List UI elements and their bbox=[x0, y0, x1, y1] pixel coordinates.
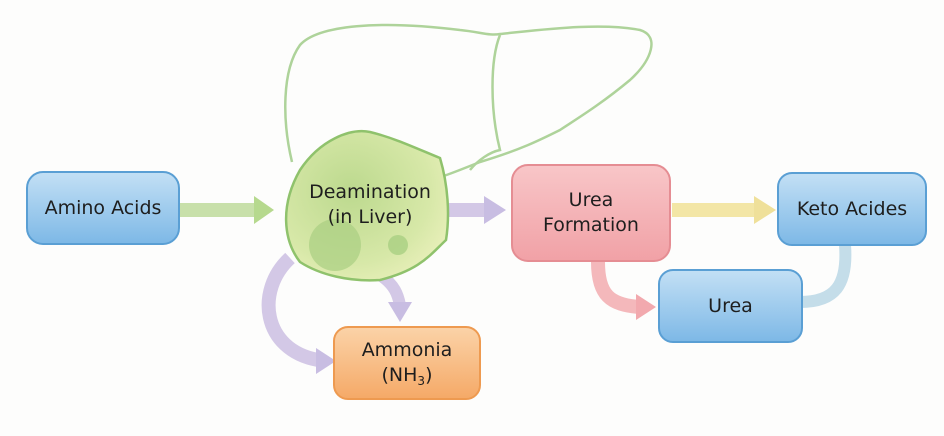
node-keto-acides-label: Keto Acides bbox=[796, 197, 908, 220]
arrow-urea-formation-to-urea bbox=[591, 261, 656, 320]
node-urea-formation-line1: Urea bbox=[568, 189, 614, 212]
arrow-amino-to-deamination bbox=[180, 196, 274, 224]
ammonia-formula-subscript: 3 bbox=[417, 374, 426, 388]
node-urea-formation-box bbox=[511, 164, 671, 262]
connector-keto-acides-to-urea bbox=[799, 244, 852, 308]
node-amino-acids-label: Amino Acids bbox=[44, 196, 162, 219]
node-ammonia: Ammonia (NH3) bbox=[334, 327, 480, 399]
cell-nucleus-small bbox=[388, 235, 408, 255]
cell-nucleus-large bbox=[309, 219, 361, 271]
node-keto-acides-box bbox=[777, 172, 927, 246]
node-urea-formation: Urea Formation bbox=[512, 165, 670, 261]
arrow-deamination-to-ammonia-left bbox=[261, 252, 336, 374]
node-ammonia-box bbox=[333, 326, 481, 400]
node-deamination-line1: Deamination bbox=[309, 181, 431, 204]
arrow-deamination-to-urea-formation bbox=[446, 196, 506, 224]
node-deamination: Deamination (in Liver) bbox=[290, 170, 450, 240]
ammonia-formula-suffix: ) bbox=[425, 364, 433, 386]
node-ammonia-line2: (NH3) bbox=[382, 363, 433, 388]
liver-outline-icon bbox=[284, 23, 653, 182]
node-keto-acides: Keto Acides bbox=[778, 173, 926, 245]
node-urea-box bbox=[658, 269, 803, 343]
node-urea: Urea bbox=[659, 270, 802, 342]
node-urea-label: Urea bbox=[708, 294, 753, 317]
node-amino-acids-box bbox=[26, 171, 180, 245]
node-ammonia-line1: Ammonia bbox=[361, 339, 453, 362]
ammonia-formula-prefix: (NH bbox=[381, 364, 418, 386]
node-deamination-line2: (in Liver) bbox=[327, 206, 413, 228]
arrow-urea-formation-to-keto-acides bbox=[672, 196, 776, 224]
arrow-deamination-to-ammonia-right bbox=[376, 270, 412, 322]
node-urea-formation-line2: Formation bbox=[543, 214, 639, 236]
node-amino-acids: Amino Acids bbox=[27, 172, 179, 244]
